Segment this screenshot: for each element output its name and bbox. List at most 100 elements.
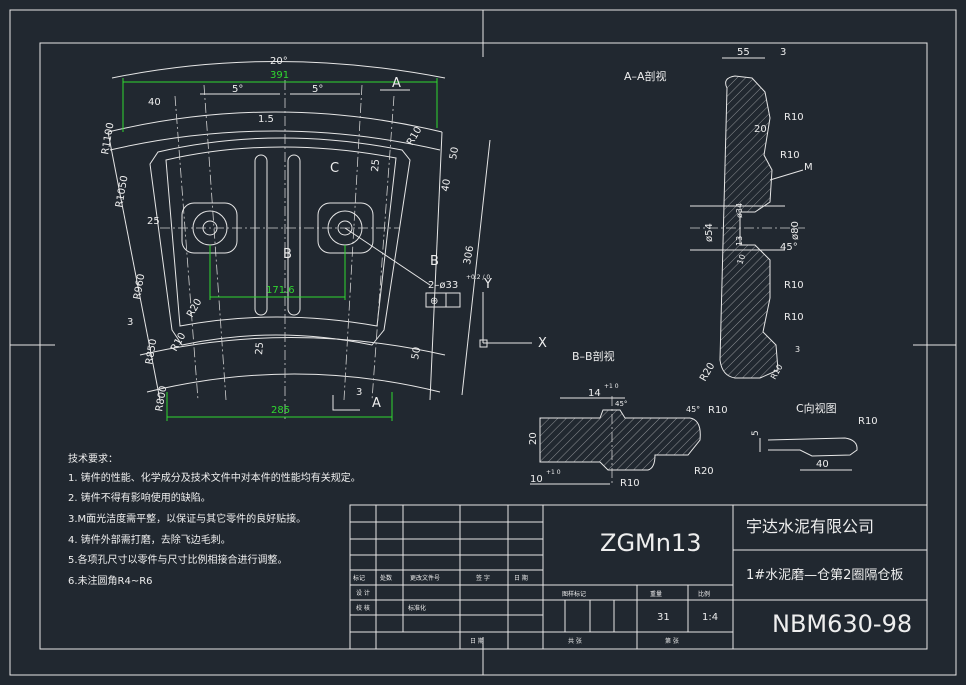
aa-profile [719, 75, 779, 379]
dim-391: 391 [270, 70, 289, 81]
bb-r10a: R10 [708, 405, 728, 416]
tb-mark-label: 图样标记 [562, 590, 586, 598]
tb-weight-label: 重量 [650, 590, 662, 598]
notes-title: 技术要求： [68, 452, 118, 465]
dim-25a: 25 [147, 216, 160, 227]
arc-r1050 [109, 130, 441, 151]
c-d40: 40 [816, 459, 829, 470]
aa-r10-4: R10 [784, 312, 804, 323]
axis-x-label: X [538, 336, 547, 351]
tb-date: 日 期 [470, 637, 484, 645]
aa-d55: 55 [737, 47, 750, 58]
aa-r10-2: R10 [780, 150, 800, 161]
aa-d54: ø54 [704, 223, 715, 242]
dim-r1050: R1050 [114, 175, 130, 209]
aa-d34: ø34 [735, 203, 744, 218]
label-b-left: B [283, 247, 292, 262]
tb-part-name: 1#水泥磨—仓第2圈隔仓板 [746, 568, 903, 583]
c-r10: R10 [858, 416, 878, 427]
aa-d10: 10 [735, 253, 747, 266]
view-c: C向视图 R10 5 40 [751, 401, 878, 471]
note-4: 4. 铸件外部需打磨，去除飞边毛刺。 [68, 533, 231, 546]
section-aa: A–A剖视 55 3 R10 20 R10 M ø54 ø34 ø80 13 4… [624, 47, 813, 384]
plan-view: 20° 391 40 5° 5° 1.5 A R1100 R1050 R960 … [100, 56, 547, 421]
holes-tol: +0.2 / 0 [466, 274, 490, 281]
tb-weight: 31 [657, 612, 670, 623]
dim-171: 171.6 [266, 285, 295, 296]
bb-r10b: R10 [620, 478, 640, 489]
dim-3b: 3 [356, 387, 362, 398]
tb-std: 标准化 [408, 604, 426, 612]
side-right [429, 131, 443, 401]
dim-40b: 40 [440, 178, 453, 192]
arc-r800 [146, 373, 441, 393]
tb-checker: 校 核 [356, 604, 370, 612]
label-b-right: B [430, 254, 439, 269]
c-title: C向视图 [796, 401, 837, 415]
c-d5: 5 [751, 430, 761, 436]
aa-r10-1: R10 [784, 112, 804, 123]
aa-d3b: 3 [795, 345, 800, 354]
label-a-bottom: A [372, 396, 381, 411]
label-a-top: A [392, 76, 401, 91]
dim-r850: R850 [144, 338, 159, 366]
dim-r20: R20 [185, 297, 204, 320]
tb-sheet: 第 张 [665, 637, 679, 645]
section-bb: B–B剖视 14 +1 0 45° 45° R10 20 R20 10 +1 0… [528, 349, 728, 489]
bb-d10-tol: +1 0 [546, 469, 561, 476]
gdt-frame [425, 292, 461, 308]
bb-d14: 14 [588, 388, 601, 399]
holes-note: 2–ø33 [428, 280, 458, 291]
bb-deg45b: 45° [686, 405, 700, 414]
aa-d20: 20 [754, 124, 767, 135]
axis-y-label: Y [483, 277, 492, 292]
leader-holes [344, 227, 431, 286]
aa-r20: R20 [698, 361, 717, 384]
dim-5b: 5° [312, 84, 323, 95]
aa-deg45: 45° [780, 242, 798, 253]
tb-company: 宇达水泥有限公司 [746, 517, 874, 536]
aa-d3: 3 [780, 47, 786, 58]
inner-window-2 [165, 146, 397, 327]
dim-25c: 25 [254, 342, 266, 356]
section-a-bottom [332, 395, 360, 411]
tb-rev-count: 处数 [380, 574, 392, 582]
arc-r1100 [107, 111, 443, 133]
gdt-symbol: ⊕ [430, 296, 438, 307]
radial-left [203, 84, 227, 401]
inner-window [149, 137, 411, 346]
arc-dim-20 [111, 61, 446, 79]
axis-origin [479, 339, 488, 348]
dim-r10a: R10 [169, 331, 188, 354]
dim-5a: 5° [232, 84, 243, 95]
arc-r850 [139, 337, 446, 356]
dim-306-line [461, 139, 491, 396]
bb-d14-tol: +1 0 [604, 383, 619, 390]
tb-material: ZGMn13 [600, 529, 702, 557]
note-6: 6.未注圆角R4~R6 [68, 574, 153, 587]
dim-50b: 50 [410, 346, 423, 360]
note-3: 3.M面光洁度需平整，以保证与其它零件的良好贴接。 [68, 512, 306, 525]
dim-3a: 3 [127, 317, 133, 328]
dim-306: 306 [462, 245, 476, 266]
tb-drawing-no: NBM630-98 [772, 610, 912, 638]
c-profile [767, 437, 858, 457]
dim-50a: 50 [448, 146, 461, 160]
aa-title: A–A剖视 [624, 69, 667, 83]
slot-right [287, 154, 301, 316]
side-left [107, 131, 161, 401]
aa-leader-m [769, 169, 804, 181]
note-2: 2. 铸件不得有影响使用的缺陷。 [68, 491, 211, 504]
tb-scale: 1:4 [702, 612, 718, 623]
aa-d80: ø80 [790, 221, 801, 240]
dim-angle-top: 20° [270, 56, 288, 67]
tb-total: 共 张 [568, 637, 582, 645]
label-c: C [330, 161, 339, 176]
tb-scale-label: 比例 [698, 590, 710, 598]
radial-left2 [174, 95, 199, 401]
bb-profile [539, 409, 701, 471]
tb-rev-mark: 标记 [353, 574, 365, 582]
dim-25b: 25 [370, 159, 382, 173]
